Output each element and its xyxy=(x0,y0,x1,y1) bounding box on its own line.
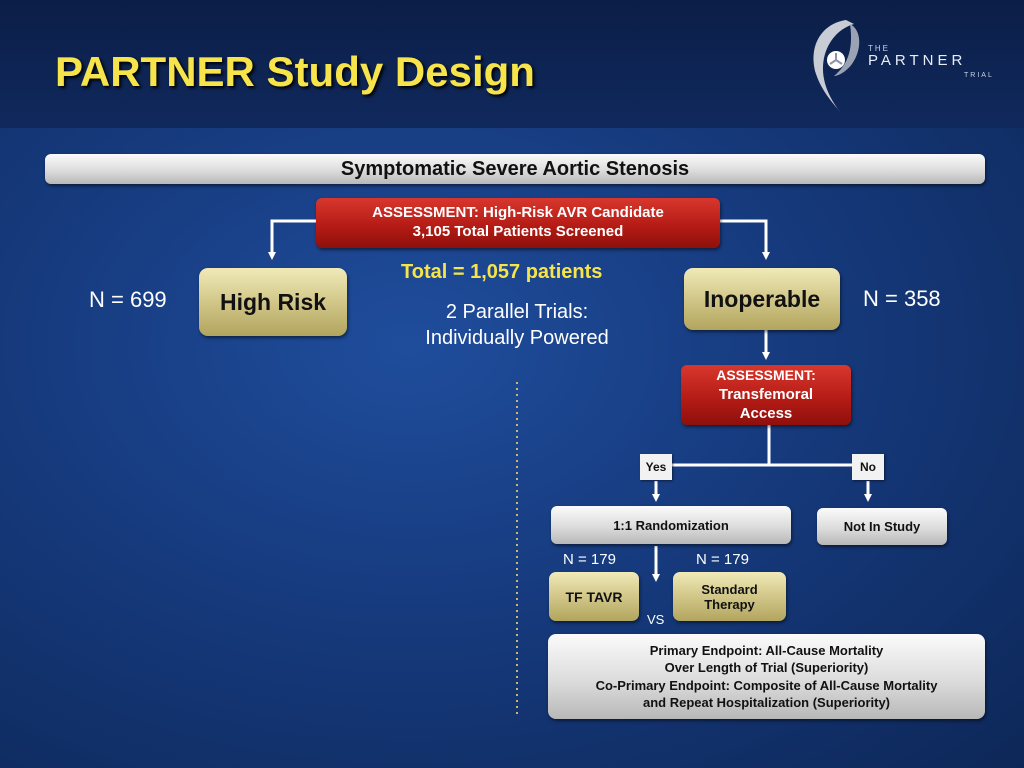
inoperable-box: Inoperable xyxy=(684,268,840,330)
page-title: PARTNER Study Design xyxy=(55,48,535,95)
high-risk-box: High Risk xyxy=(199,268,347,336)
logo-trial: TRIAL xyxy=(964,72,994,79)
standard-therapy-box: Standard Therapy xyxy=(673,572,786,621)
assessment2-line2: Transfemoral xyxy=(718,385,814,403)
total-patients: Total = 1,057 patients xyxy=(401,261,603,283)
parallel-line2: Individually Powered xyxy=(425,327,609,349)
not-in-study-box: Not In Study xyxy=(817,508,947,545)
standard-line1: Standard xyxy=(701,581,758,597)
assessment1-line2: 3,105 Total Patients Screened xyxy=(412,223,624,240)
parallel-trials: 2 Parallel Trials: Individually Powered xyxy=(400,299,634,351)
endpoint-line2: Over Length of Trial (Superiority) xyxy=(664,660,869,676)
assessment-transfemoral-box: ASSESSMENT: Transfemoral Access xyxy=(681,365,851,425)
yes-label: Yes xyxy=(640,454,672,480)
endpoint-line4: and Repeat Hospitalization (Superiority) xyxy=(642,694,891,710)
logo-partner: PARTNER xyxy=(868,52,967,69)
arrow-to-high-risk xyxy=(268,219,316,260)
parallel-line1: 2 Parallel Trials: xyxy=(445,301,589,323)
tf-tavr-box: TF TAVR xyxy=(549,572,639,621)
top-bar-symptomatic: Symptomatic Severe Aortic Stenosis xyxy=(45,154,985,184)
endpoint-line3: Co-Primary Endpoint: Composite of All-Ca… xyxy=(595,677,938,693)
logo-the: THE xyxy=(868,44,890,53)
randomization-box: 1:1 Randomization xyxy=(551,506,791,544)
partner-logo: THE PARTNER TRIAL xyxy=(806,16,1006,116)
assessment2-line3: Access xyxy=(739,405,793,423)
endpoint-line1: Primary Endpoint: All-Cause Mortality xyxy=(649,643,884,659)
arrow-to-inoperable xyxy=(720,219,770,260)
vs-label: VS xyxy=(647,612,665,627)
inoperable-n: N = 358 xyxy=(863,286,941,311)
n-tavr: N = 179 xyxy=(563,551,616,568)
partner-logo-icon xyxy=(813,20,860,112)
endpoints-box: Primary Endpoint: All-Cause Mortality Ov… xyxy=(548,634,985,719)
header-band xyxy=(0,0,1024,128)
high-risk-n: N = 699 xyxy=(89,287,167,312)
no-label: No xyxy=(852,454,884,480)
n-standard: N = 179 xyxy=(696,551,749,568)
standard-line2: Therapy xyxy=(704,596,755,612)
assessment-high-risk-box: ASSESSMENT: High-Risk AVR Candidate 3,10… xyxy=(316,198,720,248)
assessment2-line1: ASSESSMENT: xyxy=(716,367,816,384)
assessment1-line1: ASSESSMENT: High-Risk AVR Candidate xyxy=(372,204,664,222)
